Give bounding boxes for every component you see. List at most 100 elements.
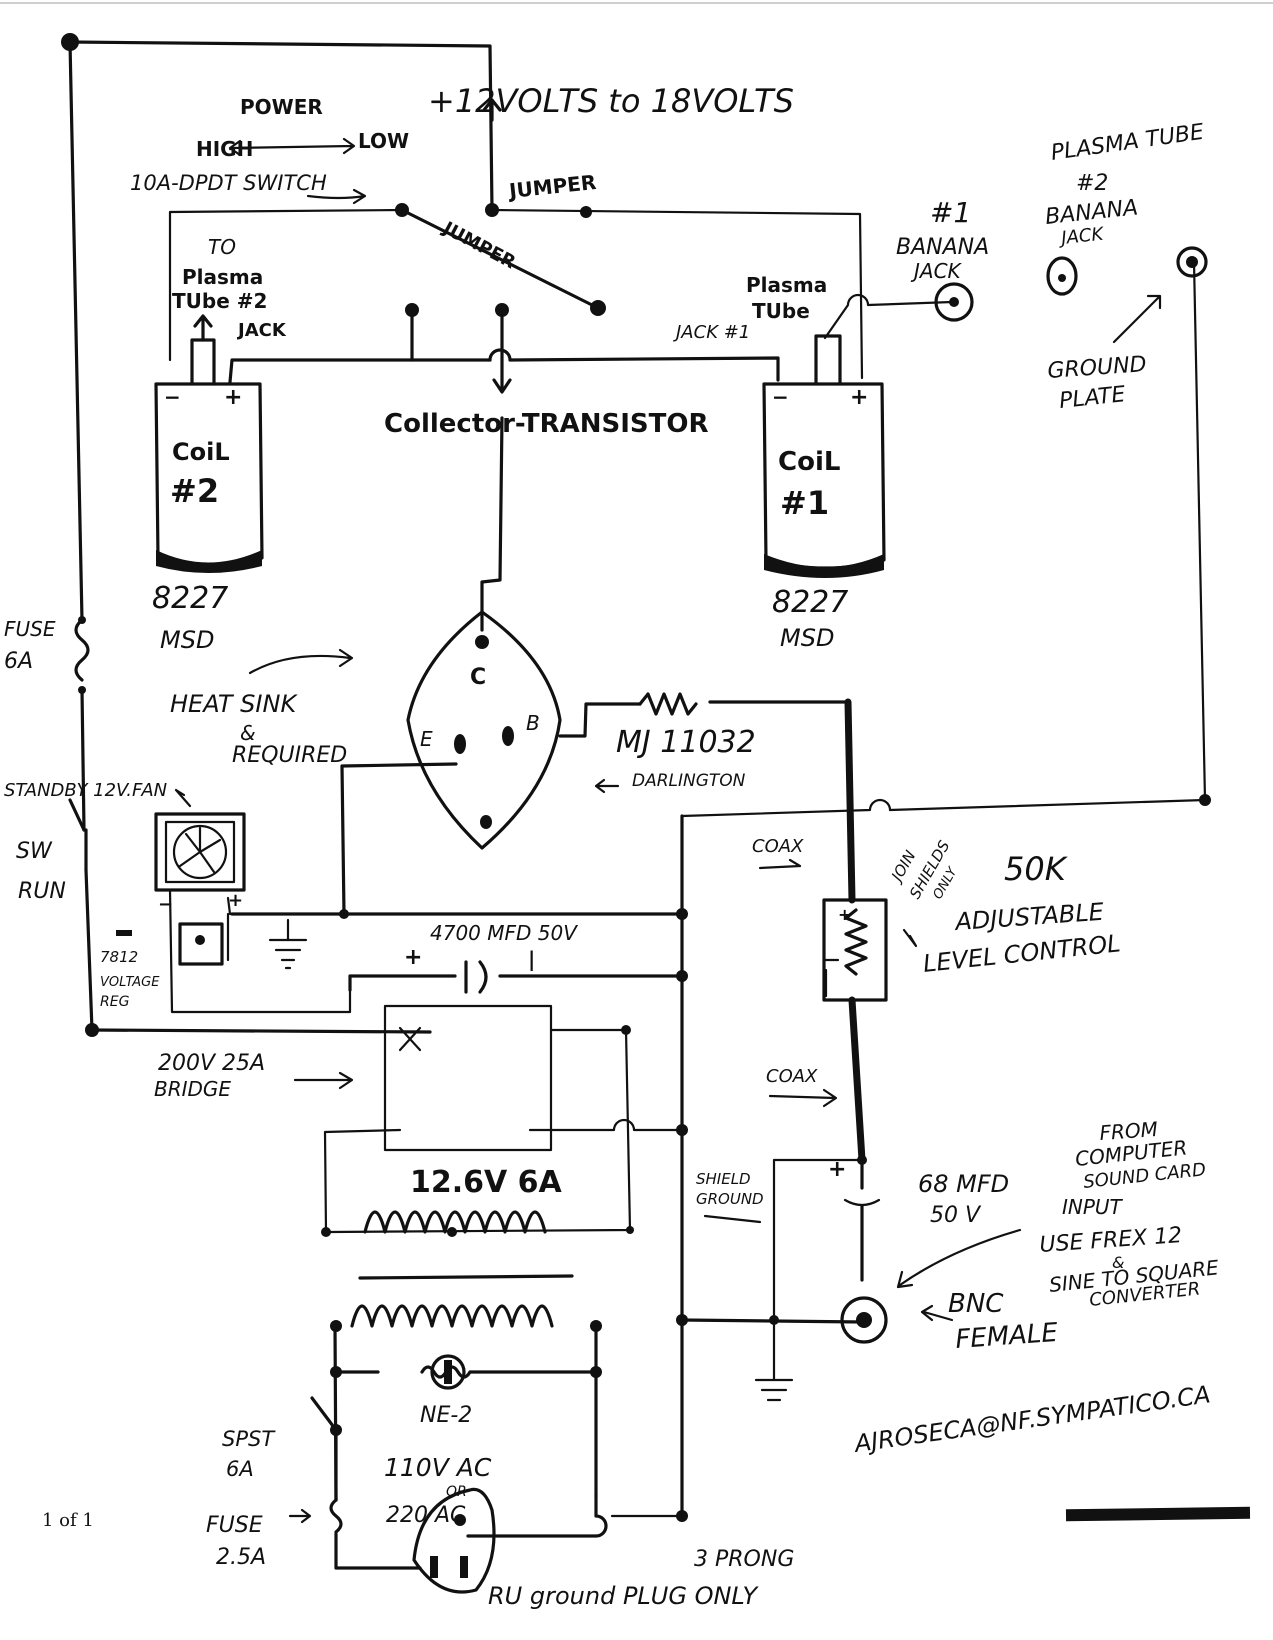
coax-arrow-bottom <box>768 1088 838 1108</box>
regulator-line2: VOLTAGE <box>100 975 160 990</box>
line-cord-left <box>334 1428 422 1570</box>
coax-bottom-label: COAX <box>766 1066 818 1087</box>
regulator-line3: REG <box>100 994 130 1010</box>
coil2-line2: #2 <box>170 472 219 510</box>
junction-plug-ground <box>676 1510 688 1522</box>
msd1-line2: MSD <box>780 624 834 652</box>
input-line6: & <box>1112 1253 1124 1272</box>
left-rail-mid <box>80 688 86 832</box>
voltage-regulator <box>116 922 224 966</box>
cap-left-wire <box>348 974 457 992</box>
cap68-curved-plate <box>843 1198 881 1207</box>
fan-blades <box>178 826 222 874</box>
bridge-box <box>383 1004 553 1152</box>
ground-plate-line2: PLATE <box>1058 382 1127 414</box>
heatsink-line2: & <box>240 721 256 745</box>
line-cord-right <box>466 1494 608 1538</box>
scan-top-edge <box>0 2 1273 4</box>
coil-1-minus-label: − <box>772 385 789 409</box>
fuse-top-line1: FUSE <box>4 617 56 641</box>
junction-jumper <box>580 206 592 218</box>
junction-emitter <box>339 909 349 919</box>
bridge-ac-wire <box>328 1028 632 1234</box>
junction-bnc-ground <box>676 1314 688 1326</box>
spst-line1: SPST <box>222 1427 276 1451</box>
bridge-line1: 200V 25A <box>158 1051 265 1076</box>
pot-resistor <box>844 908 868 976</box>
sw-label: SW <box>16 839 53 864</box>
plug-line2: RU ground PLUG ONLY <box>488 1582 759 1610</box>
base-pin <box>502 726 514 746</box>
labels: +12VOLTS to 18VOLTS POWER HIGH LOW 10A-D… <box>4 82 1220 1610</box>
coil-2-minus-label: − <box>164 385 181 409</box>
bnc-outer <box>840 1296 888 1344</box>
junction-fuse-bottom <box>78 686 86 694</box>
darlington-label: DARLINGTON <box>632 771 746 791</box>
banana1-line1: #1 <box>930 196 971 229</box>
junction-spst <box>330 1424 342 1436</box>
junction-secondary-left <box>321 1227 331 1237</box>
coil-1-base <box>764 554 884 578</box>
junction-secondary-right <box>626 1226 634 1234</box>
capacitor-plus: + <box>404 945 422 970</box>
transformer-label: 12.6V 6A <box>410 1165 563 1200</box>
junction-neon-right <box>590 1366 602 1378</box>
join-shields-arrow <box>902 928 918 948</box>
ground-crossover <box>680 798 892 818</box>
pot-value-label: 50K <box>1004 850 1069 888</box>
junction-fuse-top <box>78 616 86 624</box>
coil2-plus-wire <box>228 358 492 384</box>
ground-symbol-left <box>268 938 308 970</box>
transistor <box>406 610 562 850</box>
msd2-line2: MSD <box>160 626 214 654</box>
plasma-tube2-line1: PLASMA TUBE <box>1049 120 1205 166</box>
collector-wire <box>480 416 504 632</box>
msd2-line1: 8227 <box>152 581 228 616</box>
ground-plate-arrow <box>1112 294 1162 344</box>
coil1-line2: #1 <box>780 484 829 522</box>
coil2-line1: CoiL <box>172 438 230 466</box>
junction-bridge-plus <box>676 1124 688 1136</box>
fuse-top-line2: 6A <box>4 649 33 674</box>
junction-switch-pole-2 <box>495 303 509 317</box>
pot-plus: + <box>838 905 851 924</box>
reg-wire <box>168 888 352 1014</box>
transformer-secondary-left <box>323 1128 402 1234</box>
collector-arrow-top <box>492 308 512 394</box>
transistor-case <box>406 610 562 850</box>
supply-voltage-label: +12VOLTS to 18VOLTS <box>428 82 794 120</box>
cap68-plus: + <box>828 1157 846 1182</box>
shield-ground-arrow <box>703 1214 762 1224</box>
standby-switch <box>68 798 88 872</box>
wiring <box>68 40 1207 1570</box>
cap68-line2: 50 V <box>930 1203 982 1228</box>
bridge-plus-wire <box>528 1118 684 1132</box>
coil1-line1: CoiL <box>778 447 840 477</box>
tube-jack1-line1: Plasma <box>746 273 827 297</box>
coil-2-plus-label: + <box>224 385 242 410</box>
emitter-wire <box>340 762 458 916</box>
junction-rail-bottom <box>85 1023 99 1037</box>
transistor-part-label: MJ 11032 <box>616 725 756 760</box>
fan-minus: − <box>158 894 173 915</box>
junction-cap <box>676 970 688 982</box>
transformer-primary <box>350 1304 554 1328</box>
fuse-bottom-line1: FUSE <box>206 1513 263 1538</box>
junction-shield <box>769 1315 779 1325</box>
junction-secondary-center <box>447 1227 457 1237</box>
coil-2-tower-arrow <box>193 314 213 342</box>
junction-neon-left <box>330 1366 342 1378</box>
banana-jack-2 <box>1046 256 1078 296</box>
banana-jack-1 <box>934 282 974 322</box>
switch-arrow <box>306 188 367 205</box>
base-resistor <box>638 692 698 716</box>
jumper-top-wire <box>490 208 864 380</box>
cap68-line1: 68 MFD <box>918 1170 1009 1198</box>
junction-supply <box>485 203 499 217</box>
fan-arrow <box>174 788 192 808</box>
switch-label: 10A-DPDT SWITCH <box>130 171 327 195</box>
collector-pin <box>475 635 489 649</box>
coil-1-tower <box>814 334 842 386</box>
capacitor-label: 4700 MFD 50V <box>430 921 578 945</box>
